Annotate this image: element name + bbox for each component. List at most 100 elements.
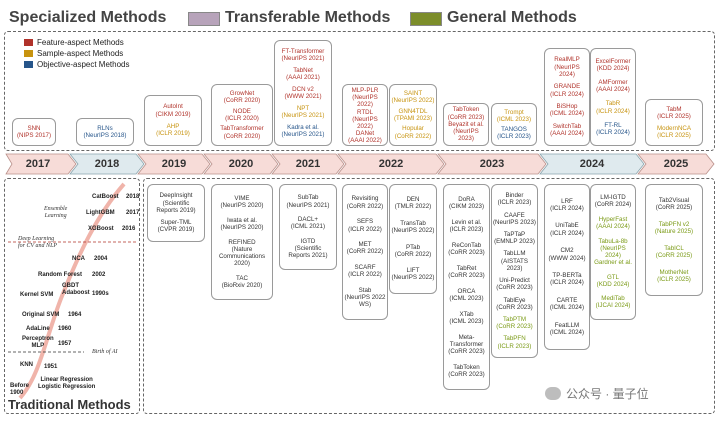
method-entry: BiSHop (ICML 2024)	[549, 103, 585, 118]
method-entry: ReConTab (CoRR 2023)	[448, 241, 485, 256]
method-entry: AutoInt (CIKM 2019)	[155, 103, 191, 118]
top-box-7: TabToken (CoRR 2023)Beyazit et al. (Neur…	[443, 103, 489, 146]
method-entry: SAINT (NeurIPS 2022)	[391, 90, 435, 105]
bottom-box-2: SubTab (NeurIPS 2021)DACL+ (ICML 2021)IG…	[279, 184, 337, 270]
bottom-box-9: Tab2Visual (CoRR 2025) TabPFN v2 (Nature …	[645, 184, 703, 296]
year-arrow-2019	[137, 153, 211, 175]
method-entry: AHP (ICLR 2019)	[156, 123, 190, 138]
method-entry: GNN4TDL (TPAMI 2023)	[393, 107, 433, 122]
method-entry: TabPFN v2 (Nature 2025)	[654, 220, 694, 235]
top-box-3: GrowNet (CoRR 2020) NODE (ICLR 2020) TabTr…	[211, 84, 273, 146]
method-entry: TransTab (NeurIPS 2022)	[391, 219, 435, 235]
method-entry: TANGOS (ICLR 2023)	[497, 125, 531, 141]
method-entry: DANet (AAAI 2022)	[348, 130, 382, 145]
method-entry: TabLLM (AISTATS 2023)	[501, 250, 528, 272]
year-arrow-2025	[637, 153, 715, 175]
method-entry: LRF (ICLR 2024)	[550, 197, 584, 212]
bottom-box-8: LM-IGTD (CoRR 2024)HyperFast (AAAI 2024)…	[590, 184, 636, 320]
method-entry: Levin et al. (ICLR 2023)	[449, 218, 484, 233]
method-entry: UniTabE (ICLR 2024)	[550, 222, 584, 237]
year-label-2021: 2021	[295, 158, 321, 170]
trad-original-svm: Original SVM	[22, 312, 60, 318]
transferable-swatch	[188, 12, 220, 26]
method-entry: VIME (NeurIPS 2020)	[220, 194, 264, 209]
method-entry: RealMLP (NeurIPS 2024)	[554, 56, 580, 78]
method-entry: Meta-Transformer (CoRR 2023)	[448, 333, 485, 356]
trad-perceptron: Perceptron MLP	[22, 336, 54, 349]
method-entry: RTDL (NeurIPS 2022)	[352, 108, 378, 131]
method-entry: GrowNet (CoRR 2020)	[223, 90, 261, 105]
trad-gbdt-year: 1990s	[92, 291, 109, 297]
method-entry: Iwata et al. (NeurIPS 2020)	[220, 216, 264, 231]
traditional-curve	[8, 182, 138, 400]
method-entry: TP-BERTa (ICLR 2024)	[550, 272, 584, 287]
bottom-box-3: Revisiting (CoRR 2022)SEFS (ICLR 2022)ME…	[342, 184, 388, 320]
year-arrow-2018	[69, 153, 145, 175]
method-entry: Revisiting (CoRR 2022)	[346, 195, 384, 210]
general-header: General Methods	[447, 9, 577, 26]
method-entry: ExcelFormer (KDD 2024)	[595, 57, 631, 73]
bottom-box-6: Binder (ICLR 2023) CAAFE (NeurIPS 2023) Ta…	[491, 184, 538, 358]
method-entry: CM2 (WWW 2024)	[548, 247, 586, 262]
method-entry: TablEye (CoRR 2023)	[496, 296, 533, 311]
trad-random-forest-year: 2002	[92, 272, 106, 278]
method-entry: FeatLLM (ICML 2024)	[549, 322, 585, 337]
method-entry: AMFormer (AAAI 2024)	[596, 79, 630, 94]
method-entry: ORCA (ICML 2023)	[449, 287, 484, 302]
transferable-header: Transferable Methods	[225, 9, 391, 26]
wechat-icon	[545, 387, 561, 400]
method-entry: FT-RL (ICLR 2024)	[596, 121, 630, 136]
method-entry: SubTab (NeurIPS 2021)	[286, 194, 330, 209]
trad-catboost-year: 2018	[126, 194, 140, 200]
legend: Feature-aspect Methods Sample-aspect Met…	[24, 38, 130, 69]
method-entry: DoRA (CIKM 2023)	[448, 195, 485, 210]
method-entry: SCARF (ICLR 2022)	[348, 264, 382, 279]
bottom-box-7: LRF (ICLR 2024) UniTabE (ICLR 2024) CM2 (W…	[544, 184, 590, 350]
method-entry: SwitchTab (AAAI 2024)	[550, 123, 584, 138]
trad-xgboost-year: 2016	[122, 226, 136, 232]
era-birth-of-ai: Birth of AI	[92, 349, 118, 355]
method-entry: CAAFE (NeurIPS 2023)	[493, 211, 536, 226]
method-entry: DeepInsight (Scientific Reports 2019)	[156, 192, 196, 214]
method-entry: Binder (ICLR 2023)	[497, 192, 532, 207]
legend-feature: Feature-aspect Methods	[24, 38, 130, 47]
method-entry: GRANDE (ICLR 2024)	[550, 83, 584, 98]
method-entry: GTL (KDD 2024)	[596, 273, 630, 288]
method-entry: MotherNet (ICLR 2025)	[657, 268, 691, 284]
top-box-2: AutoInt (CIKM 2019) AHP (ICLR 2019)	[144, 95, 202, 146]
method-entry: TabPTM (CoRR 2023)	[496, 315, 533, 331]
method-entry: TabM (ICLR 2025)	[657, 106, 691, 121]
method-entry: Super-TML (CVPR 2019)	[157, 219, 195, 234]
year-arrow-2024	[539, 153, 645, 175]
top-box-8: Trompt (ICML 2023)TANGOS (ICLR 2023)	[491, 103, 537, 146]
bottom-box-4: DEN (TMLR 2022)TransTab (NeurIPS 2022)PT…	[389, 184, 437, 294]
general-swatch	[410, 12, 442, 26]
trad-lightgbm: LightGBM	[86, 210, 115, 216]
trad-perceptron-year: 1957	[58, 341, 72, 347]
method-entry: Hopular (CoRR 2022)	[394, 125, 432, 140]
year-label-2024: 2024	[579, 158, 605, 170]
trad-nca-year: 2004	[94, 256, 108, 262]
method-entry: DCN v2 (WWW 2021)	[284, 85, 322, 100]
year-label-2025: 2025	[663, 158, 689, 170]
method-entry: LIFT (NeurIPS 2022)	[391, 267, 435, 282]
method-entry: Stab (NeurIPS 2022 WS)	[344, 286, 386, 309]
method-entry: RLNs (NeurIPS 2018)	[83, 124, 127, 139]
method-entry: NODE (ICLR 2020)	[225, 107, 259, 122]
top-box-11: TabM (ICLR 2025)ModernNCA (ICLR 2025)	[645, 99, 703, 146]
trad-random-forest: Random Forest	[38, 272, 83, 278]
year-arrow-2023	[437, 153, 547, 175]
method-entry: TabICL (CoRR 2025)	[655, 244, 693, 260]
method-entry: MLP-PLR (NeurIPS 2022)	[351, 87, 379, 109]
method-entry: SEFS (ICLR 2022)	[348, 218, 382, 233]
top-box-6: SAINT (NeurIPS 2022) GNN4TDL (TPAMI 2023)…	[389, 84, 437, 146]
top-box-1: RLNs (NeurIPS 2018)	[76, 118, 134, 146]
method-entry: Tab2Visual (CoRR 2025)	[655, 196, 693, 211]
specialized-region	[4, 31, 715, 151]
top-box-5: MLP-PLR (NeurIPS 2022)RTDL (NeurIPS 2022…	[342, 84, 388, 146]
year-label-2022: 2022	[378, 158, 404, 170]
method-entry: FT-Transformer (NeurIPS 2021)	[281, 47, 325, 62]
trad-nca: NCA	[72, 256, 85, 262]
method-entry: TabTransformer (CoRR 2020)	[220, 125, 264, 140]
method-entry: TabNet (AAAI 2021)	[286, 66, 320, 81]
